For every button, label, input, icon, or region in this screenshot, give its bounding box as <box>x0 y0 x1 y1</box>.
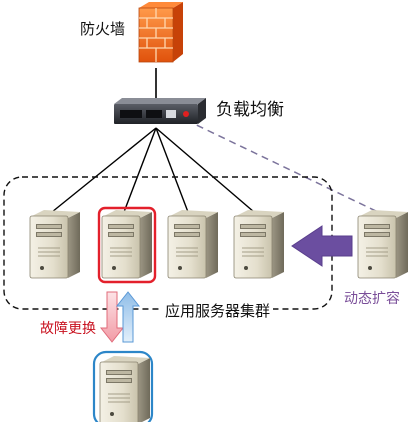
lb-to-server-1-line <box>51 127 157 213</box>
rack-appliance-icon <box>114 98 206 124</box>
failover-down-arrow-icon <box>99 291 125 343</box>
server-1 <box>29 209 81 279</box>
replacement-server <box>92 350 154 422</box>
lb-to-server-3-line <box>155 127 189 213</box>
failover-label: 故障更换 <box>40 321 96 337</box>
firewall-brick-wall-icon <box>138 2 183 63</box>
firewall-label: 防火墙 <box>80 20 126 38</box>
failed-server <box>97 206 157 284</box>
lb-to-server-2-line <box>123 127 157 213</box>
server-4 <box>233 209 285 279</box>
load-balancer-label: 负载均衡 <box>216 100 284 120</box>
server-cluster-label: 应用服务器集群 <box>162 300 274 321</box>
scale-out-label: 动态扩容 <box>344 291 400 307</box>
new-scaled-server <box>357 209 409 279</box>
lb-to-new-server-dashed-line <box>185 119 379 213</box>
lb-to-server-4-line <box>155 127 255 213</box>
failover-up-arrow-icon <box>115 291 141 343</box>
scale-in-arrow-icon <box>291 225 353 267</box>
server-3 <box>167 209 219 279</box>
